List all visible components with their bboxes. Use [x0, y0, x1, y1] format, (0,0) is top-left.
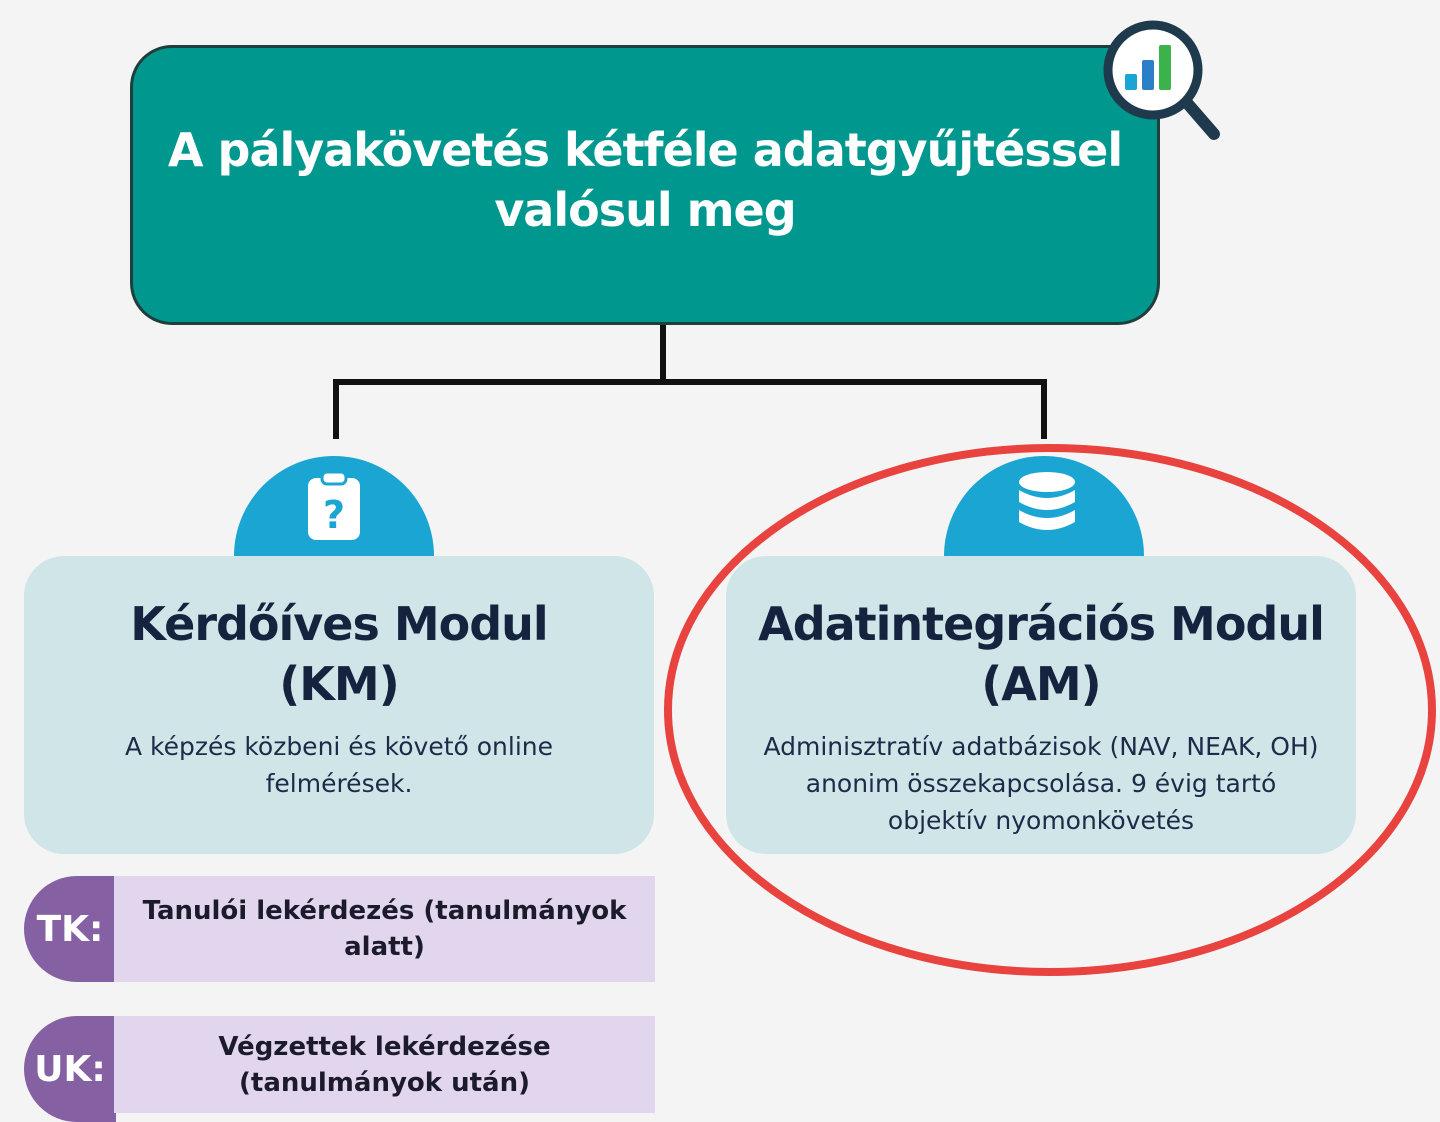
- am-description: Adminisztratív adatbázisok (NAV, NEAK, O…: [763, 732, 1319, 835]
- diagram-title: A pályakövetés kétféle adatgyűjtéssel va…: [167, 123, 1123, 237]
- km-module-card: Kérdőíves Modul (KM) A képzés közbeni és…: [24, 556, 654, 854]
- am-module-card: Adatintegrációs Modul (AM) Adminisztratí…: [726, 556, 1356, 854]
- uk-text: Végzettek lekérdezése (tanulmányok után): [218, 1031, 551, 1098]
- am-title: Adatintegrációs Modul: [758, 597, 1325, 651]
- tk-row: Tanulói lekérdezés (tanulmányok alatt): [114, 876, 655, 982]
- uk-row: Végzettek lekérdezése (tanulmányok után): [114, 1016, 655, 1113]
- am-abbrev: (AM): [981, 657, 1101, 711]
- title-box: A pályakövetés kétféle adatgyűjtéssel va…: [130, 45, 1160, 325]
- km-title: Kérdőíves Modul: [130, 597, 548, 651]
- svg-text:?: ?: [323, 493, 345, 537]
- magnifier-chart-icon: [1103, 20, 1220, 140]
- database-icon: [1019, 472, 1075, 530]
- uk-tag: UK:: [24, 1016, 116, 1122]
- tk-text: Tanulói lekérdezés (tanulmányok alatt): [142, 896, 627, 962]
- clipboard-question-icon: ?: [308, 470, 360, 540]
- km-abbrev: (KM): [279, 657, 399, 711]
- km-description: A képzés közbeni és követő online felmér…: [124, 732, 554, 798]
- tk-tag: TK:: [24, 876, 116, 982]
